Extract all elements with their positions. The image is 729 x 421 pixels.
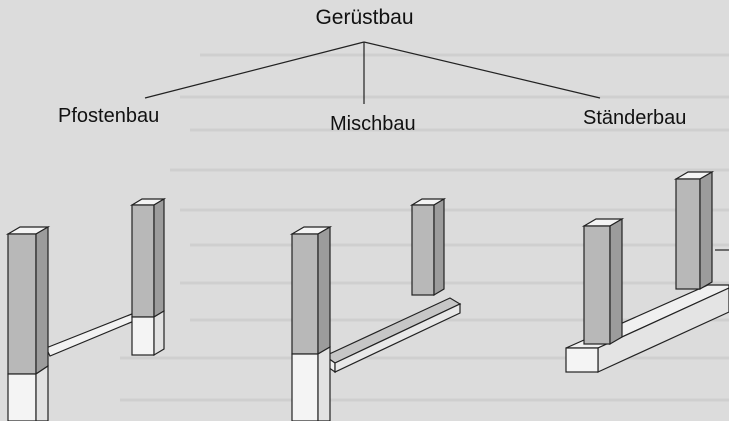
- pfostenbau-illustration: [5, 197, 167, 421]
- tree-connectors: [144, 41, 601, 104]
- diagram-title: Gerüstbau: [315, 6, 414, 29]
- staenderbau-illustration: [565, 170, 729, 373]
- branch-label-mischbau: Mischbau: [330, 113, 416, 135]
- mischbau-illustration: [289, 197, 462, 421]
- branch-label-staenderbau: Ständerbau: [583, 107, 687, 129]
- branch-label-pfostenbau: Pfostenbau: [58, 105, 160, 127]
